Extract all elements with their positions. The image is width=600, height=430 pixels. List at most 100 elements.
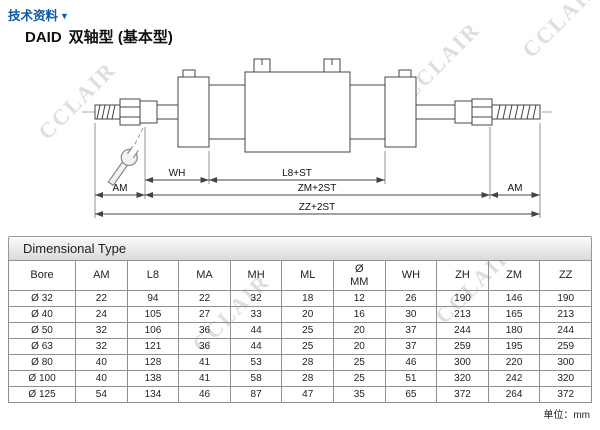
value-cell: 259 <box>436 338 489 356</box>
column-header: WH <box>384 259 438 292</box>
value-cell: 25 <box>281 322 334 340</box>
value-cell: 36 <box>178 338 231 356</box>
value-cell: 180 <box>487 322 541 340</box>
value-cell: 244 <box>436 322 489 340</box>
value-cell: 165 <box>487 306 541 324</box>
value-cell: 30 <box>384 306 438 324</box>
bore-cell: Ø 50 <box>7 322 77 340</box>
value-cell: 20 <box>333 322 386 340</box>
value-cell: 58 <box>229 370 283 388</box>
column-header: MA <box>178 259 231 292</box>
value-cell: 264 <box>487 386 541 404</box>
value-cell: 46 <box>384 354 438 372</box>
unit-note: 单位：mm <box>543 410 590 422</box>
breadcrumb: 技术资料▼ <box>8 5 69 25</box>
value-cell: 32 <box>75 338 128 356</box>
value-cell: 40 <box>75 370 128 388</box>
value-cell: 105 <box>126 306 180 324</box>
value-cell: 25 <box>281 338 334 356</box>
value-cell: 320 <box>539 370 592 388</box>
value-cell: 53 <box>229 354 283 372</box>
value-cell: 300 <box>436 354 489 372</box>
value-cell: 40 <box>75 354 128 372</box>
value-cell: 24 <box>75 306 128 324</box>
value-cell: 32 <box>229 290 283 308</box>
column-header: ZZ <box>539 259 592 292</box>
value-cell: 195 <box>487 338 541 356</box>
value-cell: 20 <box>281 306 334 324</box>
value-cell: 138 <box>126 370 180 388</box>
value-cell: 46 <box>178 386 231 404</box>
column-header: MH <box>229 259 283 292</box>
value-cell: 372 <box>436 386 489 404</box>
bore-cell: Ø 63 <box>7 338 77 356</box>
dim-label-zz-2st: ZZ+2ST <box>299 202 335 213</box>
value-cell: 37 <box>384 322 438 340</box>
cylinder-body-geometry <box>94 58 541 153</box>
value-cell: 213 <box>436 306 489 324</box>
value-cell: 320 <box>436 370 489 388</box>
technical-drawing: WH L8+ST AM ZM+2ST AM ZZ+2ST <box>0 52 600 230</box>
value-cell: 220 <box>487 354 541 372</box>
value-cell: 25 <box>333 354 386 372</box>
value-cell: 20 <box>333 338 386 356</box>
dim-label-am-left: AM <box>113 183 128 194</box>
value-cell: 121 <box>126 338 180 356</box>
model-name: DAID <box>25 29 62 46</box>
value-cell: 22 <box>75 290 128 308</box>
tech-data-link[interactable]: 技术资料▼ <box>8 9 69 23</box>
extension-lines <box>94 123 541 218</box>
value-cell: 106 <box>126 322 180 340</box>
bore-cell: Ø 80 <box>7 354 77 372</box>
value-cell: 300 <box>539 354 592 372</box>
column-header: Ø MM <box>333 259 386 292</box>
value-cell: 372 <box>539 386 592 404</box>
column-header: AM <box>75 259 128 292</box>
value-cell: 94 <box>126 290 180 308</box>
dimension-labels: WH L8+ST AM ZM+2ST AM ZZ+2ST <box>113 168 523 213</box>
value-cell: 25 <box>333 370 386 388</box>
column-header: ML <box>281 259 334 292</box>
value-cell: 41 <box>178 370 231 388</box>
value-cell: 12 <box>333 290 386 308</box>
dim-label-l8-st: L8+ST <box>282 168 312 179</box>
value-cell: 242 <box>487 370 541 388</box>
value-cell: 190 <box>539 290 592 308</box>
value-cell: 87 <box>229 386 283 404</box>
value-cell: 134 <box>126 386 180 404</box>
value-cell: 26 <box>384 290 438 308</box>
value-cell: 51 <box>384 370 438 388</box>
dim-label-wh: WH <box>169 168 186 179</box>
value-cell: 213 <box>539 306 592 324</box>
value-cell: 16 <box>333 306 386 324</box>
dropdown-caret-icon: ▼ <box>60 11 69 21</box>
column-header: ZM <box>487 259 541 292</box>
dim-label-am-right: AM <box>508 183 523 194</box>
value-cell: 65 <box>384 386 438 404</box>
value-cell: 18 <box>281 290 334 308</box>
value-cell: 36 <box>178 322 231 340</box>
tech-data-label: 技术资料 <box>8 9 59 23</box>
value-cell: 28 <box>281 354 334 372</box>
value-cell: 47 <box>281 386 334 404</box>
column-header: L8 <box>126 259 180 292</box>
cylinder-drawing-svg: WH L8+ST AM ZM+2ST AM ZZ+2ST <box>82 58 552 218</box>
value-cell: 54 <box>75 386 128 404</box>
bore-cell: Ø 40 <box>7 306 77 324</box>
column-header: Bore <box>7 259 77 292</box>
value-cell: 28 <box>281 370 334 388</box>
bore-cell: Ø 100 <box>7 370 77 388</box>
value-cell: 128 <box>126 354 180 372</box>
value-cell: 244 <box>539 322 592 340</box>
